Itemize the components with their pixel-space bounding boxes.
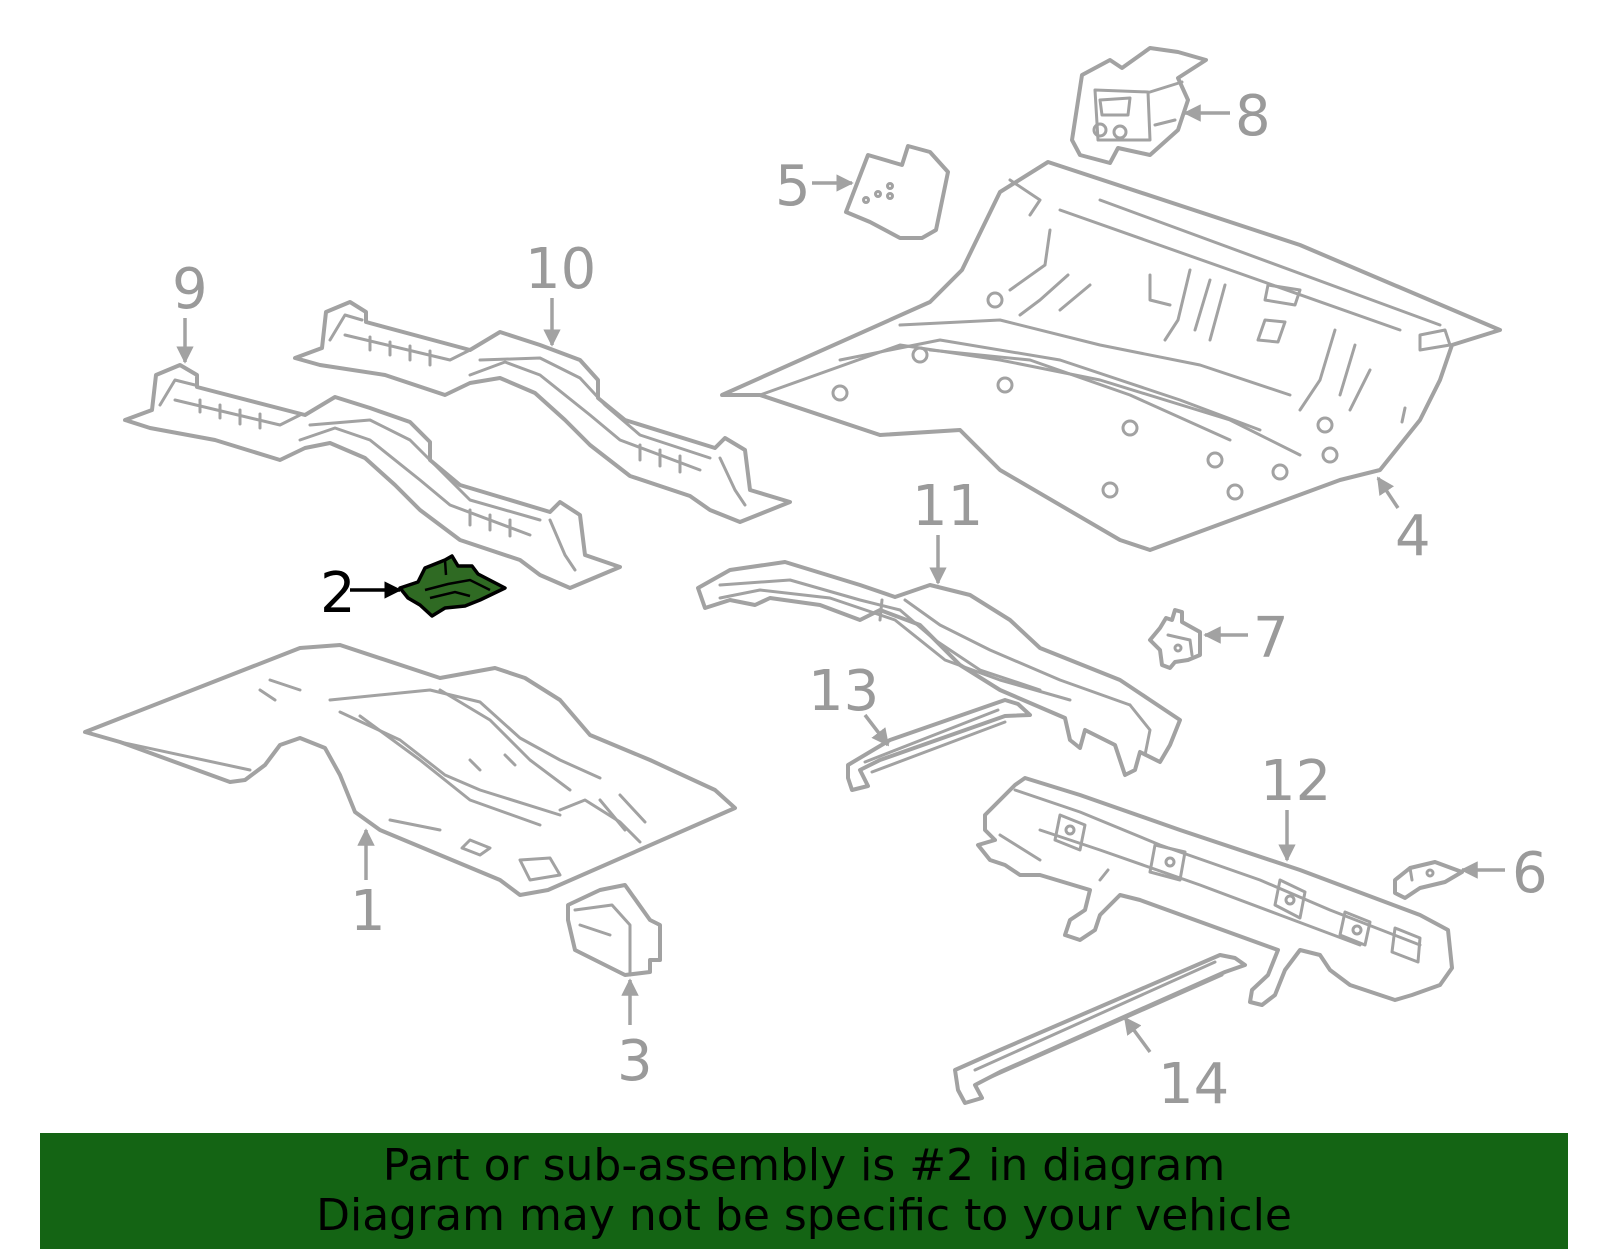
callout-1: 1 xyxy=(350,828,386,944)
part-6-plate xyxy=(1393,860,1464,900)
callout-14-label: 14 xyxy=(1158,1052,1229,1117)
callout-12-label: 12 xyxy=(1260,749,1331,814)
callout-4-label: 4 xyxy=(1395,504,1431,569)
callout-13: 13 xyxy=(808,659,890,747)
banner-line-1: Part or sub-assembly is #2 in diagram xyxy=(382,1140,1226,1191)
callout-10-label: 10 xyxy=(525,237,596,302)
part-12-crossmember xyxy=(976,776,1454,1007)
callout-6-label: 6 xyxy=(1512,841,1548,906)
callout-5: 5 xyxy=(775,154,854,219)
callout-8-label: 8 xyxy=(1235,84,1271,149)
callout-11: 11 xyxy=(912,474,983,585)
callout-2: 2 xyxy=(320,561,402,626)
callout-7-label: 7 xyxy=(1253,606,1289,671)
part-10-frame-rail xyxy=(293,300,792,524)
callout-9: 9 xyxy=(172,257,208,364)
part-1-front-floor xyxy=(83,643,737,897)
part-7-bracket xyxy=(1148,608,1202,670)
callout-11-label: 11 xyxy=(912,474,983,539)
callout-12: 12 xyxy=(1260,749,1331,862)
callout-7: 7 xyxy=(1203,606,1289,671)
part-4-rear-floor xyxy=(720,160,1502,552)
part-5-plate xyxy=(844,144,950,240)
callout-6: 6 xyxy=(1460,841,1548,906)
callout-3: 3 xyxy=(617,978,653,1094)
callout-3-label: 3 xyxy=(617,1029,653,1094)
callout-10: 10 xyxy=(525,237,596,347)
part-3-bracket xyxy=(566,883,662,977)
callout-5-label: 5 xyxy=(775,154,811,219)
part-11-crossmember xyxy=(696,560,1182,777)
banner-line-2: Diagram may not be specific to your vehi… xyxy=(316,1190,1292,1241)
part-8-bracket xyxy=(1070,46,1208,165)
callout-8: 8 xyxy=(1183,84,1271,149)
callout-14: 14 xyxy=(1123,1016,1229,1117)
callout-1-label: 1 xyxy=(350,879,386,944)
part-13-rail xyxy=(846,698,1032,792)
part-2-highlighted-bracket xyxy=(398,554,507,618)
callout-9-label: 9 xyxy=(172,257,208,322)
callout-13-label: 13 xyxy=(808,659,879,724)
callout-4: 4 xyxy=(1376,476,1431,569)
part-9-frame-rail xyxy=(123,363,622,590)
info-banner: Part or sub-assembly is #2 in diagram Di… xyxy=(40,1133,1568,1249)
callout-2-label: 2 xyxy=(320,561,356,626)
part-14-rail xyxy=(953,953,1247,1105)
